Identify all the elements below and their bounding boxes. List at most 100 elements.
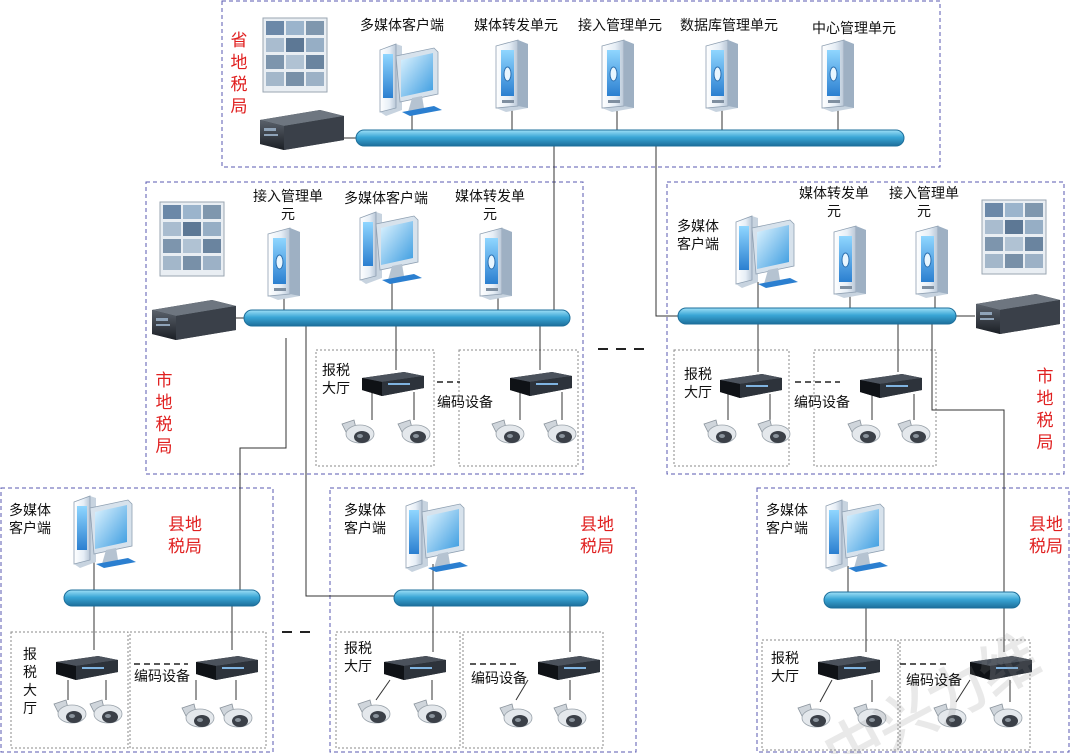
county-1-client-pc	[73, 495, 137, 569]
city-right-cam-2	[757, 419, 791, 444]
county-2-bus	[393, 589, 589, 607]
county-2-devices	[357, 499, 600, 728]
county-2-hall-dvr	[384, 656, 446, 680]
province-forward-server	[495, 39, 529, 113]
city-left-forward-server	[479, 227, 513, 301]
county-1-bus	[63, 589, 261, 607]
city-right-hall-box	[673, 349, 790, 467]
province-title: 省地税局	[230, 31, 248, 117]
county-3-hall-dvr	[818, 656, 880, 680]
city-left-cam-4	[543, 419, 577, 444]
province-client-label: 多媒体客户端	[360, 18, 444, 34]
city-right-access-label: 接入管理单元	[889, 186, 959, 220]
city-left-hall-dvr	[362, 372, 424, 396]
city-left-bus	[243, 309, 571, 327]
county-3-region	[756, 487, 1070, 753]
province-db-label: 数据库管理单元	[680, 18, 778, 34]
county-1-cam-4	[219, 703, 253, 728]
city-left-cam-2	[397, 419, 431, 444]
city-right-client-label: 多媒体客户端	[677, 219, 719, 253]
county-3-bus	[823, 591, 1021, 609]
county-1-cam-2	[89, 699, 123, 724]
province-center-server	[821, 39, 855, 113]
city-left-encoder-box	[458, 349, 579, 467]
county-2-hall-label: 报税大厅	[344, 641, 372, 675]
city-left-video-wall	[159, 201, 225, 277]
county-1-hall-dvr	[56, 656, 118, 680]
county-3-client-pc	[825, 499, 889, 573]
county-1-hall-label: 报税大厅	[23, 647, 37, 717]
city-right-region	[666, 181, 1065, 475]
city-right-access-server	[915, 225, 949, 299]
city-left-access-server	[267, 227, 301, 301]
county-3-hall-label: 报税大厅	[771, 651, 799, 685]
city-right-cam-3	[847, 419, 881, 444]
city-right-bus	[677, 307, 957, 325]
city-right-forward-label: 媒体转发单元	[799, 186, 869, 220]
county-1-cam-1	[53, 699, 87, 724]
county-3-encoder-box	[899, 639, 1031, 751]
county-1-client-label: 多媒体客户端	[9, 503, 51, 537]
city-left-hall-box	[315, 349, 435, 467]
county-1-encoder-box	[129, 631, 267, 749]
city-right-client-pc	[735, 215, 799, 289]
province-rack-server	[260, 110, 344, 150]
province-access-server	[601, 39, 635, 113]
province-center-label: 中心管理单元	[812, 21, 896, 37]
county-2-cam-2	[413, 699, 447, 724]
city-left-region	[145, 181, 584, 475]
province-bus	[355, 129, 905, 147]
province-region	[221, 0, 941, 168]
county-2-cam-3	[499, 703, 533, 728]
city-left-encoder-label: 编码设备	[437, 395, 493, 411]
city-right-forward-server	[833, 225, 867, 299]
county-2-encoder-label: 编码设备	[471, 671, 527, 687]
county-1-region	[0, 487, 274, 753]
county-1-devices	[53, 495, 258, 728]
province-forward-label: 媒体转发单元	[474, 18, 558, 34]
county-3-hall-box	[761, 639, 899, 751]
county-1-title: 县地税局	[168, 515, 202, 557]
county-2-encoder-box	[462, 631, 604, 749]
county-1-encoder-dvr	[196, 656, 258, 680]
sub-boxes	[10, 349, 1031, 751]
county-2-client-label: 多媒体客户端	[344, 503, 386, 537]
county-3-title: 县地税局	[1029, 515, 1063, 557]
city-left-title: 市地税局	[155, 371, 173, 457]
county-3-client-label: 多媒体客户端	[766, 503, 808, 537]
county-2-cam-1	[357, 699, 391, 724]
city-left-client-label: 多媒体客户端	[344, 191, 428, 207]
county-2-hall-box	[335, 631, 461, 749]
city-right-hall-label: 报税大厅	[684, 367, 712, 401]
city-left-rack-server	[152, 300, 236, 340]
city-left-cam-1	[341, 419, 375, 444]
city-left-encoder-dvr	[510, 372, 572, 396]
city-left-client-pc	[359, 211, 423, 285]
county-3-encoder-label: 编码设备	[906, 673, 962, 689]
city-left-hall-label: 报税大厅	[322, 363, 350, 397]
county-2-region	[329, 487, 637, 753]
city-right-hall-dvr	[720, 374, 782, 398]
county-2-title: 县地税局	[580, 515, 614, 557]
city-right-title: 市地税局	[1036, 367, 1054, 453]
city-right-cam-1	[703, 419, 737, 444]
county-1-encoder-label: 编码设备	[134, 669, 190, 685]
county-2-client-pc	[405, 499, 469, 573]
city-right-encoder-box	[813, 349, 937, 467]
province-video-wall	[262, 17, 328, 93]
city-right-cam-4	[897, 419, 931, 444]
province-access-label: 接入管理单元	[578, 18, 662, 34]
city-left-cam-3	[491, 419, 525, 444]
dashed-links	[134, 348, 950, 665]
city-right-encoder-label: 编码设备	[794, 395, 850, 411]
city-left-access-label: 接入管理单元	[253, 189, 323, 223]
county-1-hall-box	[10, 631, 129, 749]
city-right-encoder-dvr	[860, 374, 922, 398]
buses	[63, 129, 1021, 609]
province-client-pc	[379, 43, 443, 117]
city-right-video-wall	[981, 199, 1047, 275]
city-left-forward-label: 媒体转发单元	[455, 189, 525, 223]
city-right-rack-server	[976, 294, 1060, 334]
county-1-cam-3	[181, 703, 215, 728]
